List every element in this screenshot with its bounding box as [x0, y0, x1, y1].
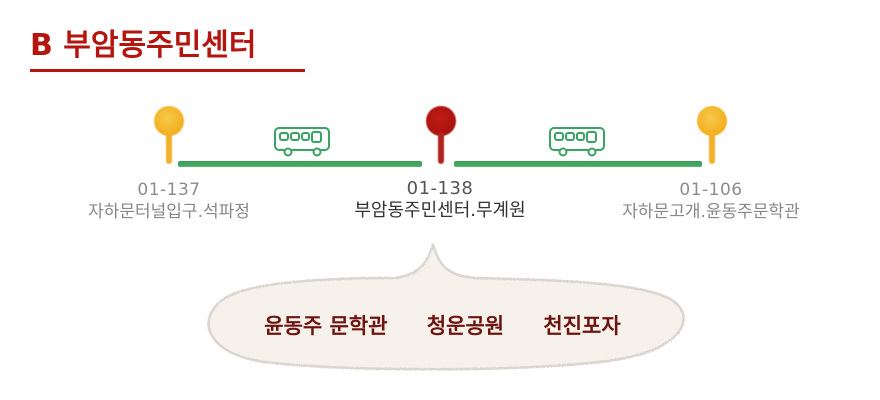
nearby-place[interactable]: 청운공원: [426, 314, 505, 338]
stop-pin-current[interactable]: [424, 106, 458, 168]
stop-next[interactable]: 01-106 자하문고개.윤동주문학관: [622, 180, 799, 224]
nearby-place[interactable]: 천진포자: [543, 314, 621, 338]
nearby-place[interactable]: 윤동주 문학관: [264, 314, 388, 338]
page-title: B 부암동주민센터: [30, 28, 257, 63]
pin-icon: [154, 106, 184, 136]
route-segment-1: [178, 162, 422, 166]
stop-name: 부암동주민센터.무계원: [354, 200, 526, 221]
title-underline: [30, 69, 305, 72]
bubble-shape: [207, 243, 685, 371]
bus-icon: [549, 127, 605, 157]
bus-icon: [274, 127, 330, 157]
stop-pin-previous[interactable]: [152, 106, 186, 168]
stop-current[interactable]: 01-138 부암동주민센터.무계원: [354, 179, 525, 223]
nearby-places-list: 윤동주 문학관 청운공원 천진포자: [195, 310, 690, 340]
stop-pin-next[interactable]: [695, 106, 729, 168]
pin-icon: [697, 106, 727, 136]
stop-code: 01-106: [679, 180, 743, 200]
stop-previous[interactable]: 01-137 자하문터널입구.석파정: [88, 180, 250, 224]
pin-icon: [426, 106, 456, 136]
stop-code: 01-137: [137, 180, 201, 200]
stop-code: 01-138: [406, 178, 474, 199]
stop-name: 자하문터널입구.석파정: [88, 202, 250, 222]
route-segment-2: [454, 162, 702, 166]
stop-name: 자하문고개.윤동주문학관: [622, 202, 800, 222]
nearby-places-bubble: 윤동주 문학관 청운공원 천진포자: [195, 238, 690, 376]
